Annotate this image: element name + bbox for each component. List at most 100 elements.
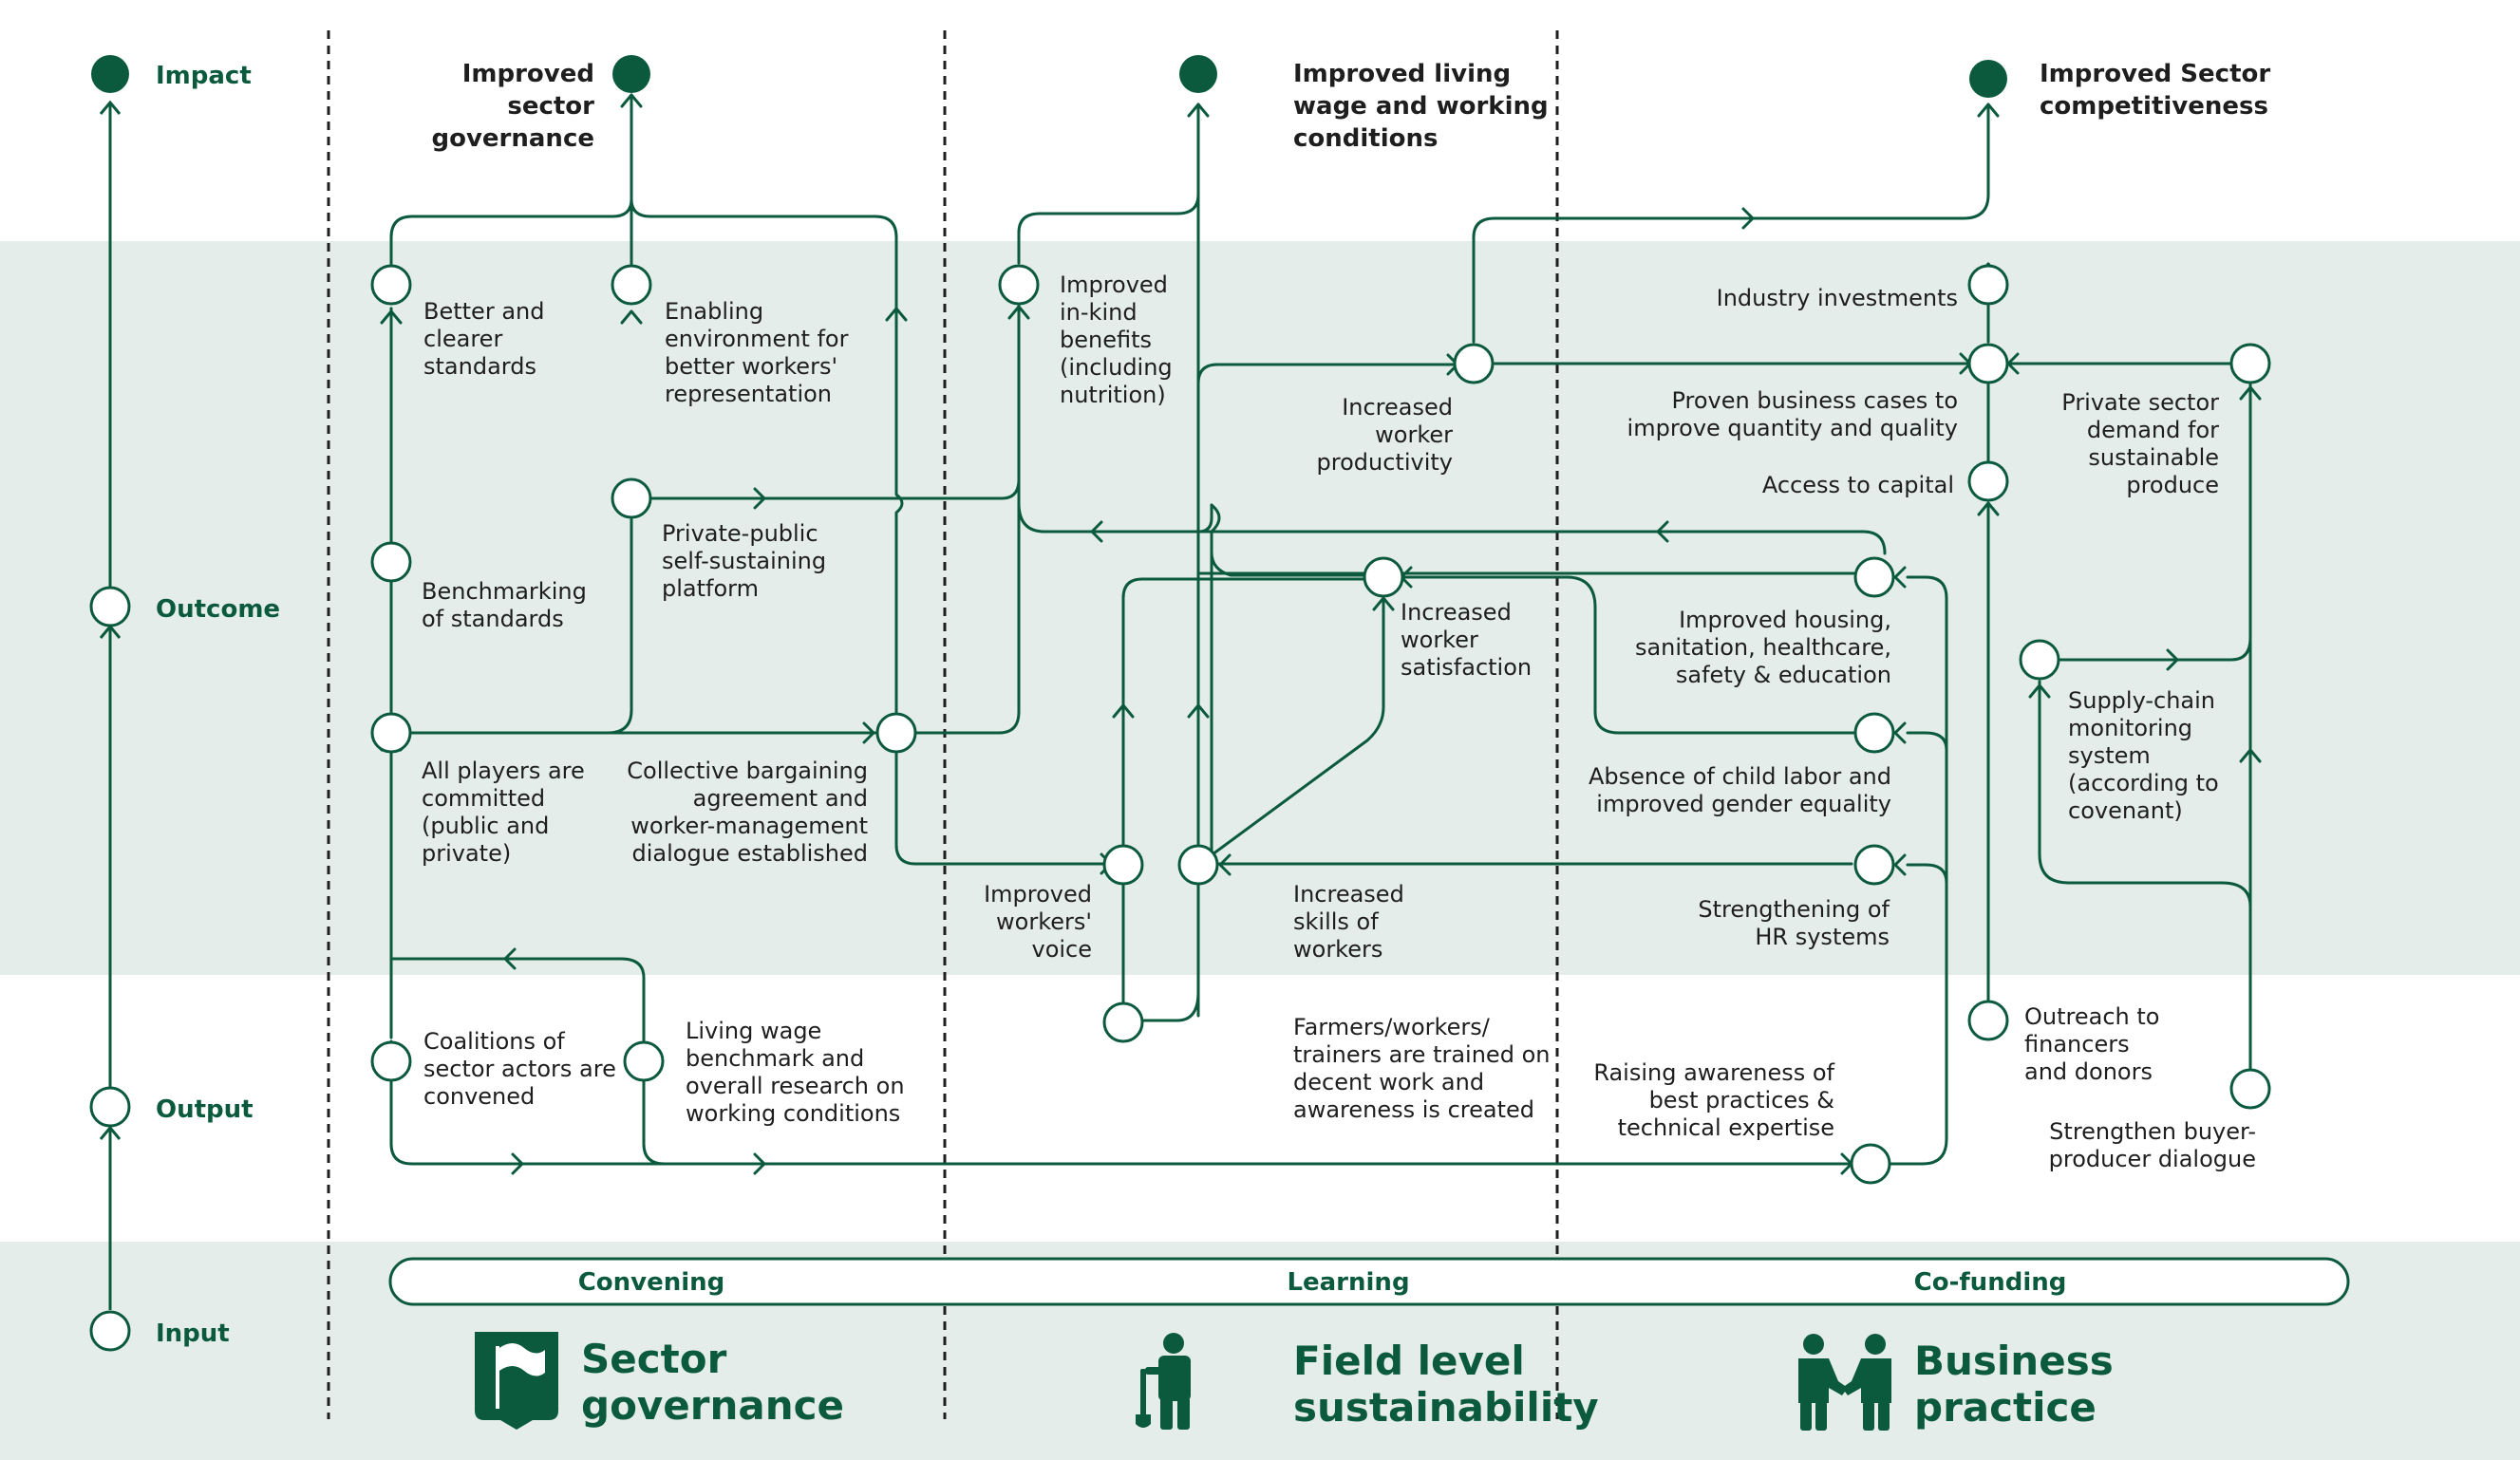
svg-text:Raising awareness of: Raising awareness of	[1593, 1059, 1834, 1086]
node-collective-bargaining	[875, 712, 917, 754]
node-private-public-platform	[611, 477, 652, 519]
node-coalitions	[370, 1040, 412, 1082]
input-level-label: Input	[156, 1320, 230, 1348]
svg-text:sector: sector	[507, 92, 594, 121]
label-industry-investments: Industry investments	[1717, 285, 1958, 311]
svg-text:Private sector: Private sector	[2061, 389, 2219, 416]
label-collective-bargaining: Collective bargaining agreement and work…	[627, 758, 868, 867]
svg-text:worker: worker	[1375, 421, 1453, 448]
node-proven-business-cases	[1967, 343, 2009, 384]
node-enabling-environment	[611, 264, 652, 306]
svg-text:Access to capital: Access to capital	[1762, 472, 1954, 498]
svg-text:Strengthen buyer-: Strengthen buyer-	[2049, 1118, 2256, 1145]
svg-text:Improved Sector: Improved Sector	[2040, 60, 2270, 88]
svg-text:standards: standards	[423, 353, 536, 380]
svg-text:voice: voice	[1031, 936, 1092, 963]
node-buyer-dialogue	[2229, 1068, 2271, 1110]
svg-text:Enabling: Enabling	[665, 298, 763, 325]
label-coalitions: Coalitions of sector actors are convened	[423, 1028, 616, 1110]
impact-governance-label: Improved sector governance	[432, 60, 595, 153]
svg-text:Coalitions of: Coalitions of	[423, 1028, 565, 1055]
input-level-circle	[89, 1310, 131, 1352]
svg-text:decent work and: decent work and	[1293, 1069, 1484, 1095]
impact-level-dot	[91, 55, 129, 93]
handshake-icon	[1798, 1334, 1891, 1431]
label-skills: Increased skills of workers	[1293, 881, 1404, 963]
svg-text:sustainable: sustainable	[2088, 444, 2219, 471]
svg-text:best practices &: best practices &	[1649, 1087, 1834, 1114]
input-bar-learning: Learning	[1287, 1268, 1409, 1297]
impact-governance-dot	[612, 55, 650, 93]
label-buyer-dialogue: Strengthen buyer- producer dialogue	[2049, 1118, 2256, 1172]
node-workers-voice	[1102, 844, 1144, 886]
node-living-wage-benchmark	[623, 1040, 665, 1082]
svg-text:workers': workers'	[996, 908, 1092, 935]
svg-text:committed: committed	[422, 785, 545, 812]
svg-text:(public and: (public and	[422, 813, 549, 839]
svg-text:trainers are trained on: trainers are trained on	[1293, 1041, 1550, 1068]
svg-text:monitoring: monitoring	[2068, 715, 2192, 741]
impact-competitiveness-dot	[1969, 60, 2007, 98]
svg-text:Improved: Improved	[984, 881, 1092, 908]
label-living-wage-benchmark: Living wage benchmark and overall resear…	[686, 1018, 905, 1127]
svg-text:convened: convened	[423, 1083, 535, 1110]
node-improved-housing	[1853, 556, 1895, 598]
svg-text:Increased: Increased	[1401, 599, 1512, 626]
svg-text:technical expertise: technical expertise	[1618, 1114, 1834, 1141]
svg-text:of standards: of standards	[422, 606, 564, 632]
svg-text:Proven business cases to: Proven business cases to	[1671, 387, 1958, 414]
flag-shield-icon	[475, 1332, 558, 1430]
outcome-level-circle	[89, 586, 131, 627]
svg-text:clearer: clearer	[423, 326, 502, 352]
label-improved-housing: Improved housing, sanitation, healthcare…	[1635, 607, 1891, 688]
svg-text:productivity: productivity	[1317, 449, 1453, 476]
svg-text:Improved: Improved	[1060, 271, 1168, 298]
impact-level-label: Impact	[156, 62, 252, 90]
label-supply-chain: Supply-chain monitoring system (accordin…	[2068, 687, 2219, 824]
svg-text:financers: financers	[2024, 1031, 2130, 1058]
label-enabling-environment: Enabling environment for better workers'…	[665, 298, 849, 407]
svg-text:(according to: (according to	[2068, 770, 2219, 796]
svg-text:governance: governance	[432, 124, 595, 153]
svg-text:Increased: Increased	[1342, 394, 1453, 421]
svg-text:Benchmarking: Benchmarking	[422, 578, 587, 605]
svg-text:system: system	[2068, 742, 2151, 769]
column-separators	[327, 30, 1559, 1419]
node-in-kind-benefits	[998, 264, 1040, 306]
svg-text:Improved housing,: Improved housing,	[1679, 607, 1891, 633]
svg-text:benefits: benefits	[1060, 327, 1152, 353]
svg-text:representation: representation	[665, 381, 832, 407]
svg-text:Improved living: Improved living	[1293, 60, 1511, 88]
level-axis	[99, 100, 122, 1310]
node-hr-systems	[1853, 844, 1895, 886]
svg-text:self-sustaining: self-sustaining	[662, 548, 826, 574]
label-better-standards: Better and clearer standards	[423, 298, 544, 380]
label-in-kind-benefits: Improved in-kind benefits (including nut…	[1060, 271, 1173, 408]
svg-text:benchmark and: benchmark and	[686, 1045, 864, 1072]
svg-text:platform: platform	[662, 575, 759, 602]
node-raising-awareness	[1850, 1143, 1891, 1185]
pillar-business-practice: Business practice	[1914, 1338, 2114, 1431]
node-industry-investments	[1967, 264, 2009, 306]
node-private-demand	[2229, 343, 2271, 384]
svg-text:agreement and: agreement and	[693, 785, 868, 812]
svg-text:workers: workers	[1293, 936, 1382, 963]
svg-text:Field level: Field level	[1293, 1338, 1525, 1384]
svg-text:skills of: skills of	[1293, 908, 1379, 935]
label-outreach: Outreach to financers and donors	[2024, 1003, 2159, 1085]
svg-text:practice: practice	[1914, 1384, 2097, 1431]
svg-text:better workers': better workers'	[665, 353, 837, 380]
svg-text:Better and: Better and	[423, 298, 544, 325]
svg-text:awareness is created: awareness is created	[1293, 1096, 1534, 1123]
node-better-standards	[370, 264, 412, 306]
input-bar-cofunding: Co-funding	[1914, 1268, 2067, 1297]
svg-text:working conditions: working conditions	[686, 1100, 900, 1127]
pillar-field-level: Field level sustainability	[1293, 1338, 1599, 1431]
node-benchmarking	[370, 541, 412, 583]
label-worker-satisfaction: Increased worker satisfaction	[1401, 599, 1532, 681]
svg-text:sanitation, healthcare,: sanitation, healthcare,	[1635, 634, 1891, 661]
svg-text:in-kind: in-kind	[1060, 299, 1138, 326]
svg-text:overall research on: overall research on	[686, 1073, 905, 1099]
node-all-players	[370, 712, 412, 754]
